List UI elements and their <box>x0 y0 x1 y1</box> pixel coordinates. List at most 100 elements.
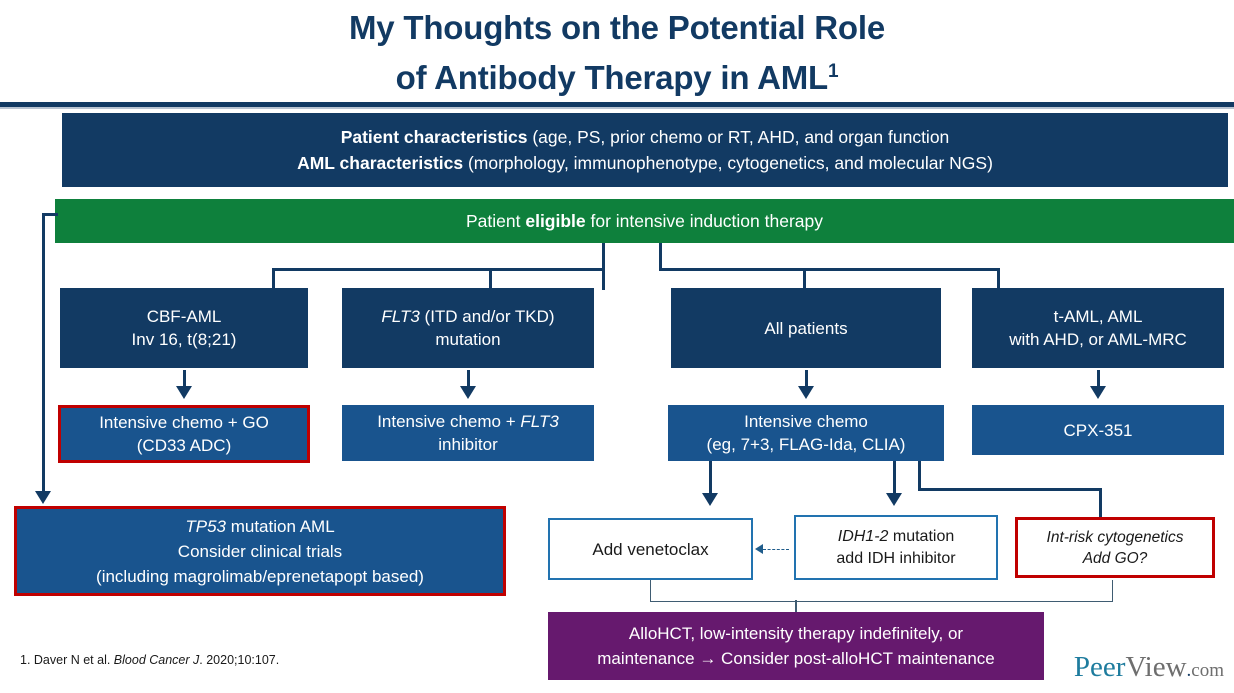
idh-line-1-rest: mutation <box>888 527 955 545</box>
patient-characteristics-box: Patient characteristics (age, PS, prior … <box>62 113 1228 187</box>
cpx-351-line-1: CPX-351 <box>1063 420 1133 440</box>
header-divider-rule-secondary <box>0 107 1234 109</box>
connector-drop-cbf <box>272 268 275 290</box>
connector-tp53-top <box>42 213 58 216</box>
arrowhead-tp53 <box>35 491 51 504</box>
connector-intrisk-drop <box>1099 488 1102 519</box>
arrowhead-taml-to-tx <box>1090 386 1106 399</box>
cbf-line-2: Inv 16, t(8;21) <box>131 330 237 349</box>
add-venetoclax-box: Add venetoclax <box>548 518 753 580</box>
chemo-go-line-1: Intensive chemo + GO <box>99 413 269 432</box>
aml-characteristics-line: AML characteristics (morphology, immunop… <box>62 150 1228 176</box>
logo-dot: . <box>1186 660 1192 681</box>
connector-chemo-to-intrisk-horizontal <box>918 488 1102 491</box>
flt3-line-1-rest: (ITD and/or TKD) <box>419 307 555 326</box>
t-aml-line-2: with AHD, or AML-MRC <box>1009 330 1187 349</box>
all-patients-line-1: All patients <box>764 318 848 338</box>
flt3-line-1: FLT3 (ITD and/or TKD) <box>342 305 594 328</box>
header-divider-rule <box>0 102 1234 107</box>
title-line-2-text: of Antibody Therapy in AML <box>395 59 829 96</box>
bracket-to-allohct <box>650 580 1113 602</box>
arrowhead-flt3-to-tx <box>460 386 476 399</box>
connector-bracket-to-allohct <box>795 600 797 613</box>
connector-cbf-to-tx <box>183 370 186 388</box>
connector-stem-left <box>602 243 605 271</box>
title-superscript: 1 <box>827 61 839 82</box>
connector-chemo-to-venetoclax <box>709 461 712 495</box>
connector-bus-right <box>659 268 1000 271</box>
idh-line-2: add IDH inhibitor <box>836 549 956 567</box>
citation-suffix: . 2020;10:107. <box>199 653 280 667</box>
connector-drop-flt3 <box>489 268 492 290</box>
title-line-1: My Thoughts on the Potential Role <box>348 9 886 46</box>
chemo-flt3-line-1: Intensive chemo + FLT3 <box>342 410 594 433</box>
tp53-gene-label: TP53 <box>185 516 226 536</box>
connector-all-to-tx <box>805 370 808 388</box>
dashed-connector-idh-to-venetoclax <box>763 549 789 550</box>
arrowhead-all-to-tx <box>798 386 814 399</box>
aml-characteristics-label: AML characteristics <box>297 153 464 173</box>
page-title: My Thoughts on the Potential Role of Ant… <box>0 6 1234 100</box>
connector-drop-all-patients <box>803 268 806 290</box>
allohct-maintenance-box: AlloHCT, low-intensity therapy indefinit… <box>548 612 1044 680</box>
tp53-line-1-rest: mutation AML <box>225 516 335 536</box>
intrisk-line-2: Add GO? <box>1082 549 1148 567</box>
eligibility-post: for intensive induction therapy <box>585 210 824 231</box>
connector-bus-left <box>272 268 605 271</box>
eligibility-bar: Patient eligible for intensive induction… <box>55 199 1234 243</box>
category-box-all-patients: All patients <box>671 288 941 368</box>
eligibility-emphasis: eligible <box>525 210 586 231</box>
title-line-2: of Antibody Therapy in AML1 <box>0 50 1234 100</box>
tp53-mutation-box: TP53 mutation AML Consider clinical tria… <box>14 506 506 596</box>
citation-journal: Blood Cancer J <box>113 653 200 667</box>
connector-tp53-vertical <box>42 213 45 493</box>
chemo-flt3-line-2: inhibitor <box>438 435 498 454</box>
treatment-box-intensive-chemo: Intensive chemo (eg, 7+3, FLAG-Ida, CLIA… <box>668 405 944 461</box>
category-box-t-aml: t-AML, AML with AHD, or AML-MRC <box>972 288 1224 368</box>
cbf-line-1: CBF-AML <box>146 307 222 326</box>
patient-characteristics-line: Patient characteristics (age, PS, prior … <box>62 124 1228 150</box>
t-aml-line-1: t-AML, AML <box>1053 307 1143 326</box>
arrowhead-idh <box>886 493 902 506</box>
treatment-box-chemo-flt3: Intensive chemo + FLT3 inhibitor <box>342 405 594 461</box>
arrowhead-venetoclax <box>702 493 718 506</box>
citation-prefix: 1. Daver N et al. <box>20 653 114 667</box>
aml-characteristics-detail: (morphology, immunophenotype, cytogeneti… <box>463 153 993 173</box>
logo-peer-text: Peer <box>1073 651 1126 683</box>
tp53-line-2: Consider clinical trials <box>177 541 343 561</box>
flt3-line-2: mutation <box>435 330 501 349</box>
arrowhead-cbf-to-tx <box>176 386 192 399</box>
eligibility-pre: Patient <box>465 210 526 231</box>
logo-com: com <box>1191 660 1224 681</box>
venetoclax-label: Add venetoclax <box>592 539 709 559</box>
allohct-line-1: AlloHCT, low-intensity therapy indefinit… <box>628 624 964 643</box>
dashed-arrowhead-venetoclax <box>755 544 763 554</box>
logo-view-text: View <box>1125 651 1187 683</box>
intrisk-line-1: Int-risk cytogenetics <box>1046 528 1184 546</box>
connector-chemo-right-stem <box>918 461 921 490</box>
patient-characteristics-label: Patient characteristics <box>340 127 528 147</box>
chemo-flt3-gene-label: FLT3 <box>520 412 559 431</box>
patient-characteristics-detail: (age, PS, prior chemo or RT, AHD, and or… <box>527 127 950 147</box>
connector-taml-to-tx <box>1097 370 1100 388</box>
peerview-logo[interactable]: PeerView.com <box>1074 651 1224 687</box>
tp53-line-3: (including magrolimab/eprenetapopt based… <box>96 566 424 586</box>
connector-drop-left-center <box>602 268 605 290</box>
idh-mutation-box: IDH1-2 mutation add IDH inhibitor <box>794 515 998 580</box>
idh-line-1: IDH1-2 mutation <box>796 526 996 548</box>
citation-footnote: 1. Daver N et al. Blood Cancer J. 2020;1… <box>20 653 279 667</box>
logo-dotcom-text: .com <box>1187 660 1224 681</box>
allohct-line-2: maintenance → Consider post-alloHCT main… <box>597 649 995 668</box>
chemo-flt3-line-1-pre: Intensive chemo + <box>377 412 521 431</box>
connector-flt3-to-tx <box>467 370 470 388</box>
category-box-flt3: FLT3 (ITD and/or TKD) mutation <box>342 288 594 368</box>
connector-drop-taml <box>997 268 1000 290</box>
treatment-box-cpx-351: CPX-351 <box>972 405 1224 455</box>
connector-stem-right <box>659 243 662 271</box>
flt3-gene-label: FLT3 <box>381 307 420 326</box>
tp53-line-1: TP53 mutation AML <box>17 514 503 539</box>
intensive-chemo-line-1: Intensive chemo <box>744 412 868 431</box>
chemo-go-line-2: (CD33 ADC) <box>136 436 232 455</box>
int-risk-cytogenetics-box: Int-risk cytogenetics Add GO? <box>1015 517 1215 578</box>
